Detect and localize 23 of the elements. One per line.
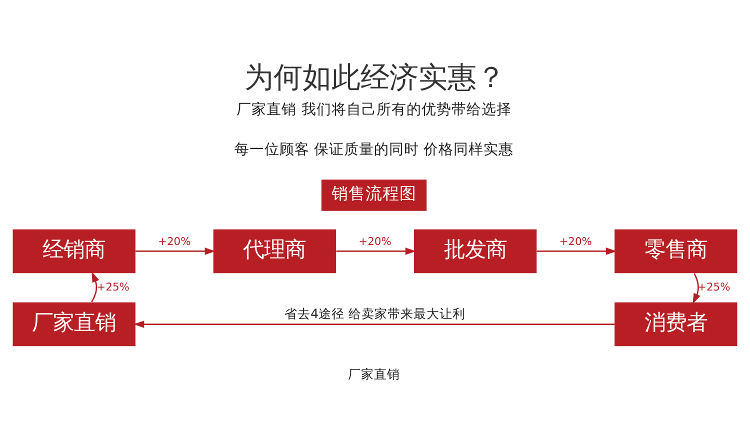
arrow (91, 271, 100, 302)
arrow (136, 247, 216, 254)
node-box: 代理商 (213, 228, 336, 273)
node-box: 厂家直销 (12, 302, 136, 346)
edge-label: +25% (697, 280, 730, 293)
edge-label: +25% (96, 280, 130, 293)
label: 厂家直销 (348, 366, 400, 382)
arrow (692, 272, 700, 304)
node-box: 销售流程图 (321, 179, 427, 210)
label: 每一位顾客 保证质量的同时 价格同样实惠 (234, 140, 514, 158)
edge-label: 省去4途径 给卖家带来最大让利 (284, 305, 466, 320)
edge-label: +20% (358, 234, 392, 248)
node-box: 批发商 (414, 228, 537, 273)
edge-label: +20% (158, 234, 191, 248)
node-box: 经销商 (12, 228, 136, 273)
arrow (336, 247, 416, 254)
diagram-title: 为何如此经济实惠？ (244, 60, 506, 94)
label: 厂家直销 我们将自己所有的优势带给选择 (236, 100, 512, 118)
node-box: 消费者 (614, 302, 738, 346)
edge-label: +20% (559, 234, 592, 248)
arrow (536, 247, 617, 254)
arrow (134, 320, 614, 328)
node-box: 零售商 (614, 228, 738, 273)
